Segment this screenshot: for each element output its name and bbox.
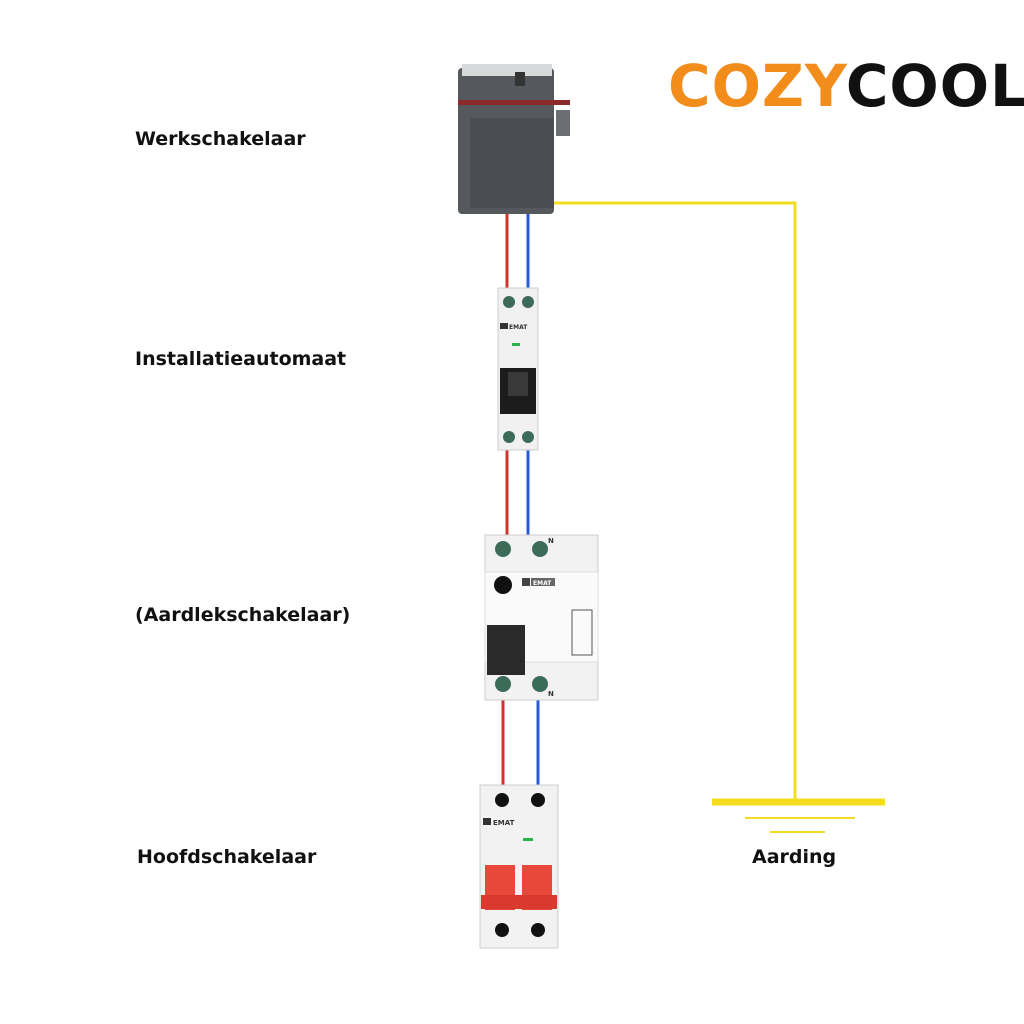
earth-wire [552,201,797,802]
label-werkschakelaar: Werkschakelaar [135,128,306,150]
label-aardlekschakelaar: (Aardlekschakelaar) [135,604,351,626]
cozycool-logo: COZYCOOL [668,52,1024,120]
brand-mark-aardlekschakelaar: EMAT [533,580,552,587]
aardlekschakelaar-device: N EMAT N [484,534,599,701]
neutral-mark-top: N [548,537,554,545]
brand-mark-hoofdschakelaar: EMAT [493,819,515,827]
logo-part-cool: COOL [845,52,1024,120]
neutral-wire [526,205,540,790]
werkschakelaar-device [458,64,570,214]
label-hoofdschakelaar: Hoofdschakelaar [137,846,317,868]
hoofdschakelaar-device: EMAT [479,784,559,949]
label-aarding: Aarding [752,846,837,868]
installatieautomaat-device: EMAT [497,287,539,451]
brand-mark-installatieautomaat: EMAT [509,324,528,331]
neutral-mark-bottom: N [548,690,554,698]
earth-symbol [712,798,885,833]
label-installatieautomaat: Installatieautomaat [135,348,347,370]
phase-wire [501,205,509,790]
logo-part-cozy: COZY [668,52,846,120]
